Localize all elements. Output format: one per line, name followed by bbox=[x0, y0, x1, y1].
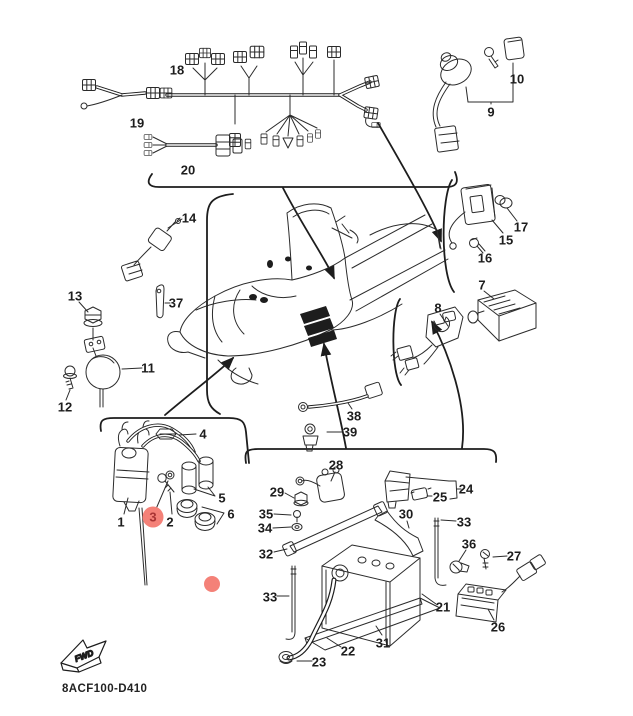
relay-15-art bbox=[448, 183, 518, 254]
callout-13: 13 bbox=[68, 289, 82, 304]
callout-15: 15 bbox=[499, 233, 513, 248]
lead-38-39-art bbox=[298, 381, 383, 452]
highlight-dot bbox=[204, 576, 220, 592]
callout-18: 18 bbox=[170, 63, 184, 78]
horn-art bbox=[63, 301, 143, 408]
callout-24: 24 bbox=[459, 482, 474, 497]
callout-14: 14 bbox=[182, 211, 197, 226]
sub-harness-20-art bbox=[143, 134, 243, 157]
callout-9: 9 bbox=[487, 105, 494, 120]
callout-5: 5 bbox=[218, 491, 225, 506]
callout-28: 28 bbox=[329, 458, 343, 473]
battery-group-art bbox=[272, 466, 546, 664]
callout-32: 32 bbox=[259, 547, 273, 562]
callout-33: 33 bbox=[263, 590, 277, 605]
main-switch-art bbox=[432, 36, 525, 153]
callout-36: 36 bbox=[462, 537, 476, 552]
callout-39: 39 bbox=[343, 425, 357, 440]
part-code: 8ACF100-D410 bbox=[62, 683, 147, 695]
main-harness-art bbox=[146, 41, 381, 150]
callout-34: 34 bbox=[258, 521, 273, 536]
callout-1: 1 bbox=[117, 515, 124, 530]
callout-2: 2 bbox=[166, 515, 173, 530]
callout-29: 29 bbox=[270, 485, 284, 500]
callout-12: 12 bbox=[58, 400, 72, 415]
callout-38: 38 bbox=[347, 409, 361, 424]
vehicle-sketch bbox=[167, 203, 449, 385]
callout-25: 25 bbox=[433, 490, 447, 505]
callout-26: 26 bbox=[491, 620, 505, 635]
fwd-label: FWD bbox=[73, 648, 95, 664]
callout-27: 27 bbox=[507, 549, 521, 564]
section-brackets bbox=[99, 171, 498, 464]
callout-16: 16 bbox=[478, 251, 492, 266]
callout-7: 7 bbox=[478, 278, 485, 293]
fwd-arrow-icon: FWD bbox=[60, 639, 107, 673]
sub-harness-19-art bbox=[80, 79, 147, 110]
callout-37: 37 bbox=[169, 296, 183, 311]
callout-4: 4 bbox=[199, 427, 207, 442]
callout-35: 35 bbox=[259, 507, 273, 522]
callout-20: 20 bbox=[181, 163, 195, 178]
callout-11: 11 bbox=[141, 361, 155, 376]
callout-31: 31 bbox=[376, 636, 390, 651]
callout-17: 17 bbox=[514, 220, 528, 235]
callout-3: 3 bbox=[149, 510, 156, 525]
highlight-circle-3 bbox=[142, 506, 164, 528]
callout-30: 30 bbox=[399, 507, 413, 522]
callout-21: 21 bbox=[436, 600, 450, 615]
leader-arrows bbox=[164, 122, 464, 449]
switch-14-art bbox=[120, 217, 183, 319]
callout-22: 22 bbox=[341, 644, 355, 659]
cdi-unit-art bbox=[390, 289, 537, 376]
callout-8: 8 bbox=[434, 301, 441, 316]
highlight-layer bbox=[142, 506, 220, 592]
callout-23: 23 bbox=[312, 655, 326, 670]
callout-10: 10 bbox=[510, 72, 524, 87]
callout-6: 6 bbox=[227, 507, 234, 522]
coil-group-art bbox=[112, 420, 225, 586]
callout-19: 19 bbox=[130, 116, 144, 131]
callout-33: 33 bbox=[457, 515, 471, 530]
